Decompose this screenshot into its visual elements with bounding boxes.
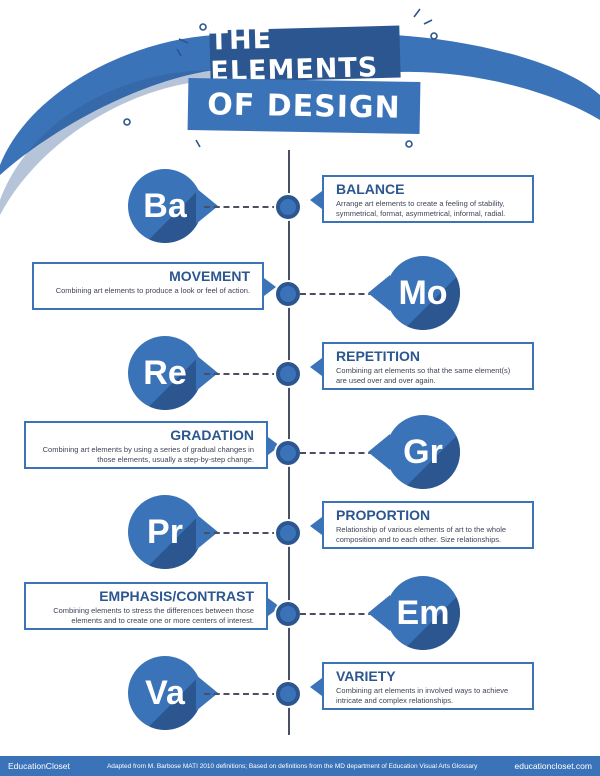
element-title: MOVEMENT bbox=[169, 268, 250, 284]
symbol-text: Mo bbox=[398, 273, 448, 312]
symbol-circle-re: Re bbox=[128, 336, 202, 410]
box-arrow-icon bbox=[310, 517, 322, 535]
element-row-proportion: Pr PROPORTION Relationship of various el… bbox=[0, 495, 600, 569]
pointer-icon bbox=[368, 595, 390, 631]
timeline-node bbox=[276, 682, 300, 706]
symbol-circle-mo: Mo bbox=[386, 256, 460, 330]
symbol-text: Gr bbox=[403, 432, 443, 471]
dashed-connector bbox=[204, 206, 288, 208]
element-row-balance: Ba BALANCE Arrange art elements to creat… bbox=[0, 169, 600, 243]
footer-url[interactable]: educationcloset.com bbox=[514, 761, 592, 771]
element-description: Arrange art elements to create a feeling… bbox=[336, 199, 506, 218]
dashed-connector bbox=[204, 532, 288, 534]
element-description: Relationship of various elements of art … bbox=[336, 525, 507, 544]
box-arrow-icon bbox=[310, 678, 322, 696]
element-title: VARIETY bbox=[336, 668, 396, 684]
footer-bar: EducationCloset Adapted from M. Barbose … bbox=[0, 756, 600, 776]
symbol-text: Em bbox=[396, 593, 450, 632]
symbol-circle-pr: Pr bbox=[128, 495, 202, 569]
element-title: GRADATION bbox=[170, 427, 254, 443]
timeline-node bbox=[276, 282, 300, 306]
symbol-circle-em: Em bbox=[386, 576, 460, 650]
dashed-connector bbox=[300, 452, 384, 454]
element-row-repetition: Re REPETITION Combining art elements so … bbox=[0, 336, 600, 410]
element-title: REPETITION bbox=[336, 348, 421, 364]
footer-brand: EducationCloset bbox=[8, 761, 70, 771]
box-arrow-icon bbox=[310, 191, 322, 209]
pointer-icon bbox=[368, 434, 390, 470]
element-title: EMPHASIS/CONTRAST bbox=[99, 588, 254, 604]
element-title: PROPORTION bbox=[336, 507, 431, 523]
title-banner-bottom: OF DESIGN bbox=[187, 77, 421, 135]
element-box-proportion: PROPORTION Relationship of various eleme… bbox=[322, 501, 534, 549]
element-box-gradation: GRADATION Combining art elements by usin… bbox=[24, 421, 268, 469]
timeline-node bbox=[276, 441, 300, 465]
title-banner-top: THE ELEMENTS bbox=[209, 24, 401, 87]
symbol-text: Re bbox=[143, 353, 187, 392]
title-line1: THE ELEMENTS bbox=[209, 23, 379, 88]
box-arrow-icon bbox=[310, 358, 322, 376]
timeline-node bbox=[276, 195, 300, 219]
element-description: Combining art elements to produce a look… bbox=[55, 286, 250, 295]
element-description: Combining art elements in involved ways … bbox=[336, 686, 509, 705]
element-row-movement: MOVEMENT Combining art elements to produ… bbox=[0, 256, 600, 330]
timeline-node bbox=[276, 362, 300, 386]
symbol-circle-gr: Gr bbox=[386, 415, 460, 489]
symbol-circle-ba: Ba bbox=[128, 169, 202, 243]
element-row-variety: Va VARIETY Combining art elements in inv… bbox=[0, 656, 600, 730]
element-row-gradation: GRADATION Combining art elements by usin… bbox=[0, 415, 600, 489]
symbol-circle-va: Va bbox=[128, 656, 202, 730]
element-box-movement: MOVEMENT Combining art elements to produ… bbox=[32, 262, 264, 310]
timeline-node bbox=[276, 602, 300, 626]
symbol-text: Pr bbox=[147, 512, 183, 551]
element-box-balance: BALANCE Arrange art elements to create a… bbox=[322, 175, 534, 223]
element-box-variety: VARIETY Combining art elements in involv… bbox=[322, 662, 534, 710]
box-arrow-icon bbox=[264, 278, 276, 296]
timeline-node bbox=[276, 521, 300, 545]
element-title: BALANCE bbox=[336, 181, 405, 197]
element-description: Combining art elements by using a series… bbox=[42, 445, 254, 464]
element-row-emphasis-contrast: EMPHASIS/CONTRAST Combining elements to … bbox=[0, 576, 600, 650]
footer-credit: Adapted from M. Barbose MATI 2010 defini… bbox=[106, 762, 478, 770]
dashed-connector bbox=[204, 373, 288, 375]
symbol-text: Va bbox=[145, 673, 185, 712]
element-description: Combining art elements so that the same … bbox=[336, 366, 511, 385]
pointer-icon bbox=[368, 275, 390, 311]
element-description: Combining elements to stress the differe… bbox=[53, 606, 254, 625]
dashed-connector bbox=[204, 693, 288, 695]
title-line2: OF DESIGN bbox=[207, 86, 401, 126]
symbol-text: Ba bbox=[143, 186, 187, 225]
dashed-connector bbox=[300, 613, 384, 615]
dashed-connector bbox=[300, 293, 384, 295]
element-box-emphasis-contrast: EMPHASIS/CONTRAST Combining elements to … bbox=[24, 582, 268, 630]
element-box-repetition: REPETITION Combining art elements so tha… bbox=[322, 342, 534, 390]
